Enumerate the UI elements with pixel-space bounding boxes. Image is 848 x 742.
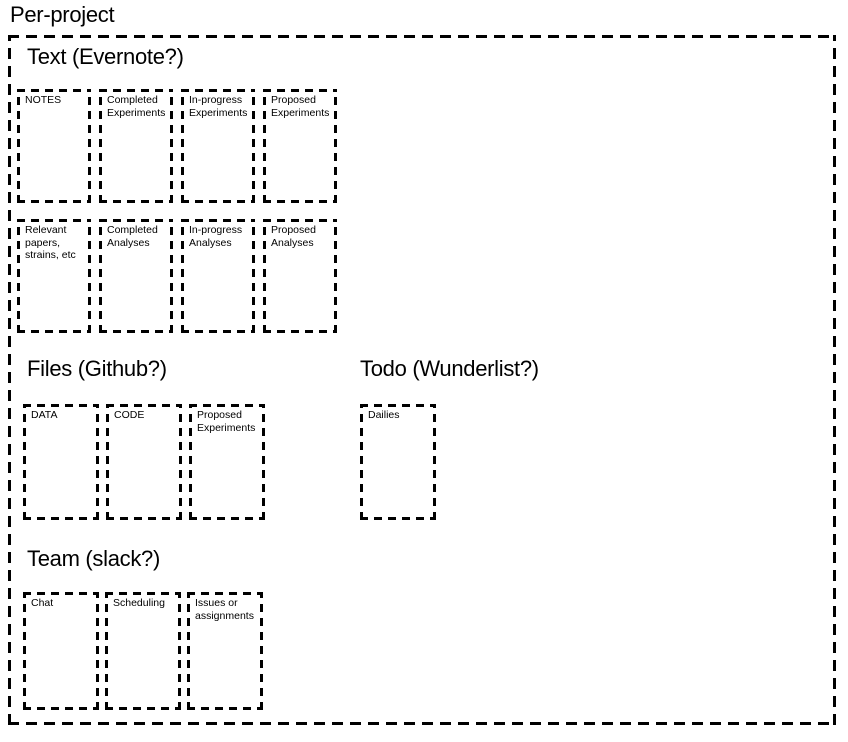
box-issues-assignments: Issues or assignments bbox=[187, 592, 263, 710]
box-code: CODE bbox=[106, 404, 182, 520]
team-row: Chat Scheduling Issues or assignments bbox=[23, 592, 269, 710]
box-relevant-papers: Relevant papers, strains, etc bbox=[17, 219, 91, 333]
box-data: DATA bbox=[23, 404, 99, 520]
section-title-todo: Todo (Wunderlist?) bbox=[360, 356, 539, 381]
box-scheduling: Scheduling bbox=[105, 592, 181, 710]
box-label: Completed Experiments bbox=[107, 94, 166, 119]
box-label: Proposed Experiments bbox=[197, 409, 256, 434]
page-title: Per-project bbox=[10, 2, 115, 27]
box-proposed-experiments: Proposed Experiments bbox=[263, 89, 337, 203]
box-in-progress-experiments: In-progress Experiments bbox=[181, 89, 255, 203]
box-label: In-progress Experiments bbox=[189, 94, 248, 119]
box-label: Chat bbox=[31, 597, 54, 609]
box-label: DATA bbox=[31, 409, 58, 421]
box-label: Dailies bbox=[368, 409, 400, 421]
box-chat: Chat bbox=[23, 592, 99, 710]
box-proposed-analyses: Proposed Analyses bbox=[263, 219, 337, 333]
box-label: Relevant papers, strains, etc bbox=[25, 224, 76, 262]
box-label: NOTES bbox=[25, 94, 62, 106]
box-label: CODE bbox=[114, 409, 145, 421]
box-label: Completed Analyses bbox=[107, 224, 158, 249]
box-completed-experiments: Completed Experiments bbox=[99, 89, 173, 203]
section-title-text: Text (Evernote?) bbox=[27, 44, 184, 69]
box-completed-analyses: Completed Analyses bbox=[99, 219, 173, 333]
section-title-files: Files (Github?) bbox=[27, 356, 167, 381]
files-row: DATA CODE Proposed Experiments bbox=[23, 404, 272, 520]
box-dailies: Dailies bbox=[360, 404, 436, 520]
box-label: Issues or assignments bbox=[195, 597, 254, 622]
per-project-container: Text (Evernote?) NOTES Completed Experim… bbox=[8, 35, 836, 725]
box-label: In-progress Analyses bbox=[189, 224, 243, 249]
section-title-team: Team (slack?) bbox=[27, 546, 161, 571]
text-row-2: Relevant papers, strains, etc Completed … bbox=[17, 219, 345, 333]
box-proposed-experiments-files: Proposed Experiments bbox=[189, 404, 265, 520]
box-label: Proposed Experiments bbox=[271, 94, 330, 119]
box-notes: NOTES bbox=[17, 89, 91, 203]
box-label: Scheduling bbox=[113, 597, 165, 609]
text-row-1: NOTES Completed Experiments In-progress … bbox=[17, 89, 345, 203]
box-in-progress-analyses: In-progress Analyses bbox=[181, 219, 255, 333]
todo-row: Dailies bbox=[360, 404, 436, 520]
box-label: Proposed Analyses bbox=[271, 224, 316, 249]
